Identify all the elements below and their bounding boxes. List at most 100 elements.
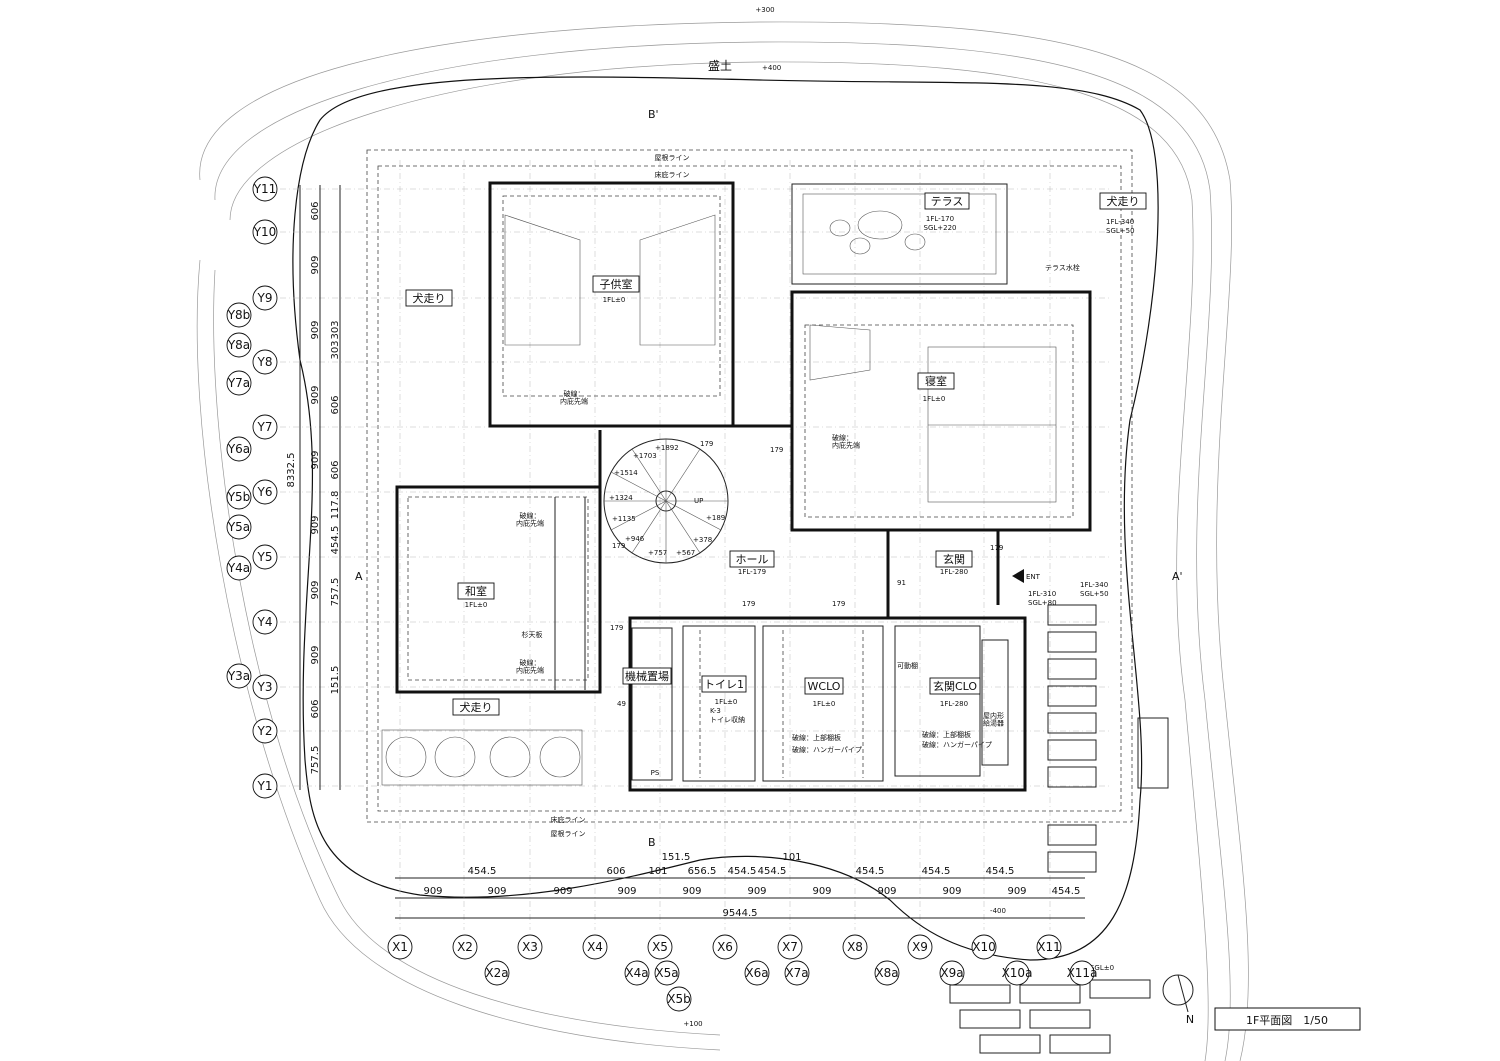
svg-text:909: 909 (310, 515, 321, 534)
grid-y10: Y10 (253, 225, 277, 239)
svg-text:犬走り: 犬走り (1107, 194, 1140, 208)
svg-text:454.5: 454.5 (468, 866, 497, 877)
dim-179-w: 179 (610, 624, 623, 632)
svg-text:玄関CLO: 玄関CLO (933, 679, 977, 693)
svg-text:909: 909 (310, 320, 321, 339)
grid-x4: X4 (587, 940, 603, 954)
machine-room-label: 機械置場 (622, 667, 672, 685)
toilet-k3: K-3 (710, 707, 721, 715)
grid-y7: Y7 (257, 420, 273, 434)
wcl-level: 1FL±0 (813, 700, 836, 708)
grid-x6a: X6a (745, 966, 768, 980)
svg-text:機械置場: 機械置場 (625, 669, 669, 683)
dim-91: 91 (897, 579, 906, 587)
kids-room-walls (488, 181, 735, 428)
svg-text:子供室: 子供室 (600, 277, 633, 291)
genkan-label: 玄関 (935, 550, 973, 568)
grid-y8a: Y8a (227, 338, 250, 352)
svg-text:454.5: 454.5 (922, 866, 951, 877)
grid-y6: Y6 (257, 485, 273, 499)
y-dimensions: 606 909 909 303 303 909 606 909 606 117.… (286, 201, 341, 774)
stair-step-6: +946 (625, 535, 645, 543)
water-heater-label: 屋内形給湯器 (983, 711, 1004, 728)
washitsu-note2: 破線：内庇先端 (516, 658, 544, 675)
wcl-label: WCLO (804, 677, 844, 695)
section-mark-a-prime: A' (1172, 570, 1183, 583)
grid-x8a: X8a (875, 966, 898, 980)
site-level-bottom: +100 (683, 1020, 702, 1028)
svg-text:454.5: 454.5 (728, 866, 757, 877)
svg-text:909: 909 (310, 580, 321, 599)
grid-y7a: Y7a (227, 376, 250, 390)
grid-y1: Y1 (257, 779, 273, 793)
grid-y8: Y8 (257, 355, 273, 369)
svg-text:909: 909 (617, 886, 636, 897)
site-contours (196, 21, 1249, 1061)
grid-x11: X11 (1037, 940, 1061, 954)
grid-y3a: Y3a (227, 669, 250, 683)
floor-line-label: 床庇ライン (655, 170, 690, 179)
svg-text:303: 303 (330, 320, 341, 339)
terrace-label: テラス (924, 192, 970, 210)
wcl-note2: 破線：ハンガーパイプ (792, 745, 862, 754)
svg-text:909: 909 (1007, 886, 1026, 897)
grid-x7a: X7a (785, 966, 808, 980)
grid-y4a: Y4a (227, 561, 250, 575)
grid-y4: Y4 (257, 615, 273, 629)
bedroom-label: 寝室 (917, 372, 955, 390)
washitsu-level: 1FL±0 (465, 601, 488, 609)
stair-up-label: UP (694, 497, 703, 505)
x-total-dimension: 9544.5 (723, 908, 758, 919)
svg-text:151.5: 151.5 (330, 666, 341, 695)
drawing-title: 1F平面図 1/50 (1246, 1014, 1328, 1027)
roof-line-label: 屋根ライン (655, 153, 690, 162)
grid-x10: X10 (972, 940, 996, 954)
roof-line-bottom-label: 屋根ライン (551, 829, 586, 838)
dimension-lines (299, 185, 1085, 919)
fill-label: 盛土 (708, 58, 732, 73)
dogrun-s-label: 犬走り (452, 698, 500, 716)
movable-shelf-label: 可動棚 (897, 661, 918, 670)
section-mark-b-prime: B' (648, 108, 659, 121)
service-block-walls (628, 616, 1027, 792)
svg-text:101: 101 (648, 866, 667, 877)
svg-text:トイレ1: トイレ1 (704, 678, 744, 691)
kids-room-note: 破線：内庇先端 (560, 389, 588, 406)
dogrun-nw-label: 犬走り (405, 289, 453, 307)
svg-text:909: 909 (682, 886, 701, 897)
svg-text:909: 909 (487, 886, 506, 897)
floor-eave-line (377, 165, 1122, 812)
y-grid-bubbles: Y11 Y10 Y9 Y8b Y8a Y8 Y7a Y7 Y6a Y6 Y5b … (226, 176, 278, 799)
svg-text:454.5: 454.5 (330, 526, 341, 555)
grid-x9a: X9a (940, 966, 963, 980)
svg-text:ホール: ホール (736, 553, 769, 566)
terrace-outline (791, 183, 1008, 285)
dogrun-ne-level: 1FL-340 (1106, 218, 1134, 226)
bedroom-walls (790, 290, 1092, 532)
stair-step-2: +1703 (633, 452, 657, 460)
svg-text:454.5: 454.5 (758, 866, 787, 877)
genkan-clo-note2: 破線：ハンガーパイプ (922, 740, 992, 749)
grid-y2: Y2 (257, 724, 273, 738)
stair-step-4: +1324 (609, 494, 633, 502)
genkan-clo-level: 1FL-280 (940, 700, 968, 708)
site-level-top: +300 (755, 6, 774, 14)
svg-text:656.5: 656.5 (688, 866, 717, 877)
svg-text:909: 909 (310, 385, 321, 404)
svg-text:606: 606 (310, 201, 321, 220)
svg-text:151.5: 151.5 (662, 852, 691, 863)
svg-text:606: 606 (310, 699, 321, 718)
svg-text:101: 101 (782, 852, 801, 863)
svg-text:和室: 和室 (465, 584, 487, 598)
entrance-label: ENT (1026, 573, 1041, 581)
grid-x6: X6 (717, 940, 733, 954)
washitsu-ceiling: 杉天板 (522, 630, 543, 639)
entrance-level: 1FL-310 (1028, 590, 1056, 598)
svg-text:909: 909 (747, 886, 766, 897)
roof-line (366, 149, 1133, 823)
svg-text:犬走り: 犬走り (460, 700, 493, 714)
site-level-mound: +400 (762, 64, 781, 72)
svg-text:909: 909 (310, 450, 321, 469)
x-grid-bubbles: X1 X2 X3 X4 X5 X6 X7 X8 X9 X10 X11 X2a X… (387, 934, 1097, 1012)
